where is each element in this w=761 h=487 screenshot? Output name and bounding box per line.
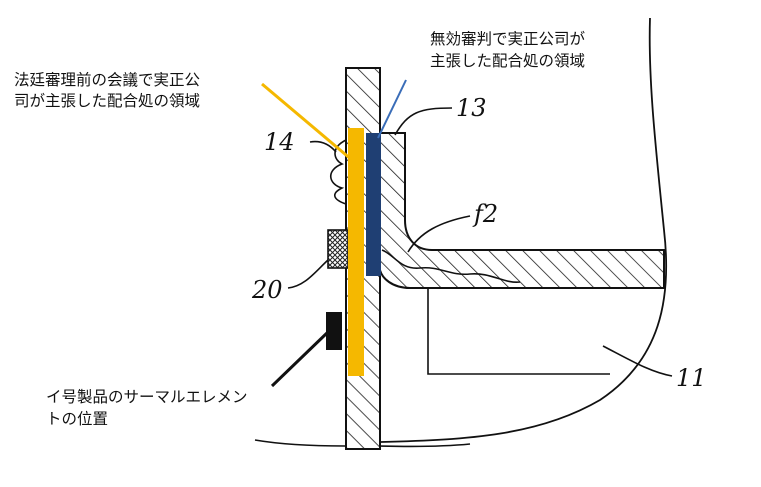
court-leader-line (261, 82, 353, 162)
base-curve-right (379, 443, 471, 448)
inner-box (427, 288, 610, 375)
invalidation-area-label-line2: 主張した配合処の領域 (430, 52, 585, 70)
court-area-highlight (348, 128, 364, 376)
fitting-line (381, 249, 521, 283)
leader-11 (602, 345, 673, 377)
thermal-leader-line (270, 330, 330, 388)
part-20-block (327, 229, 349, 269)
housing-outline (379, 17, 668, 443)
leader-13 (394, 107, 453, 136)
ref-numeral-11: 11 (676, 364, 707, 392)
l-bracket (379, 132, 665, 289)
leader-f2 (407, 215, 471, 253)
ref-numeral-f2: f2 (472, 200, 498, 228)
court-area-label-line1: 法廷審理前の会議で実正公 (14, 71, 200, 89)
leader-14 (309, 140, 337, 153)
ref-numeral-14: 14 (264, 128, 295, 156)
invalidation-area-highlight (366, 133, 381, 276)
part-14-spring (329, 139, 347, 205)
thermal-element-label-line1: イ号製品のサーマルエレメン (46, 388, 248, 406)
leader-20 (287, 259, 329, 289)
thermal-element-marker (326, 312, 342, 350)
invalidation-area-label-line1: 無効審判で実正公司が (430, 30, 586, 48)
court-area-label-line2: 司が主張した配合処の領域 (14, 92, 200, 110)
ref-numeral-13: 13 (456, 94, 487, 122)
thermal-element-label-line2: トの位置 (46, 410, 108, 428)
ref-numeral-20: 20 (251, 276, 283, 304)
base-curve (254, 439, 346, 447)
invalidation-leader-line (377, 79, 407, 139)
